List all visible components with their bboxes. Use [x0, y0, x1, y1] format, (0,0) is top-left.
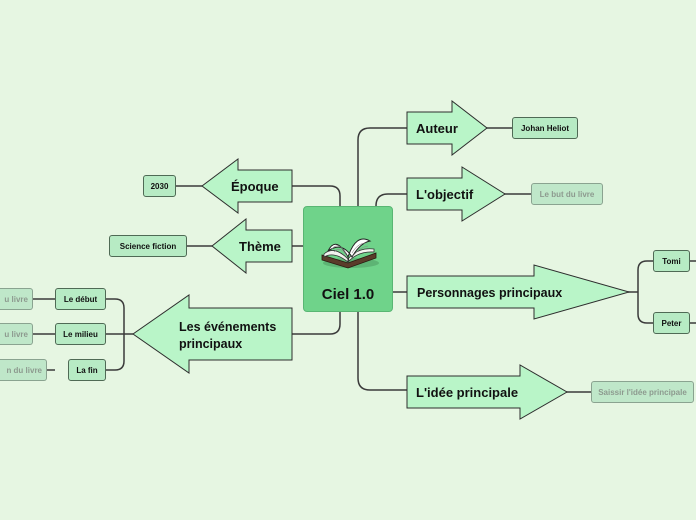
node-tomi[interactable]: Tomi — [653, 250, 690, 272]
branch-auteur[interactable]: Auteur — [406, 100, 490, 156]
branch-personnages[interactable]: Personnages principaux — [406, 264, 632, 320]
node-johan-heliot[interactable]: Johan Heliot — [512, 117, 578, 139]
branch-evenements-label-2: principaux — [179, 337, 242, 351]
branch-theme[interactable]: Thème — [210, 218, 294, 274]
node-peter[interactable]: Peter — [653, 312, 690, 334]
node-le-milieu[interactable]: Le milieu — [55, 323, 106, 345]
book-icon — [321, 238, 379, 269]
branch-epoque[interactable]: Époque — [200, 158, 294, 214]
branch-idee[interactable]: L'idée principale — [406, 364, 570, 420]
branch-idee-label: L'idée principale — [416, 385, 518, 400]
branch-evenements-label-1: Les événements — [179, 320, 276, 334]
node-2030[interactable]: 2030 — [143, 175, 176, 197]
node-le-but-du-livre[interactable]: Le but du livre — [531, 183, 603, 205]
node-milieu-du-livre[interactable]: u livre — [0, 323, 33, 345]
branch-theme-label: Thème — [239, 239, 281, 254]
central-topic[interactable]: Ciel 1.0 — [303, 206, 393, 312]
node-science-fiction[interactable]: Science fiction — [109, 235, 187, 257]
branch-objectif-label: L'objectif — [416, 187, 474, 202]
node-la-fin[interactable]: La fin — [68, 359, 106, 381]
node-fin-du-livre[interactable]: n du livre — [0, 359, 47, 381]
node-debut-du-livre[interactable]: u livre — [0, 288, 33, 310]
branch-epoque-label: Époque — [231, 179, 279, 194]
branch-evenements[interactable]: Les événements principaux — [131, 294, 294, 374]
branch-objectif[interactable]: L'objectif — [406, 166, 508, 222]
node-le-debut[interactable]: Le début — [55, 288, 106, 310]
node-saissir-idee[interactable]: Saissir l'idée principale — [591, 381, 694, 403]
branch-auteur-label: Auteur — [416, 121, 458, 136]
central-title: Ciel 1.0 — [321, 286, 375, 303]
branch-personnages-label: Personnages principaux — [417, 286, 562, 300]
